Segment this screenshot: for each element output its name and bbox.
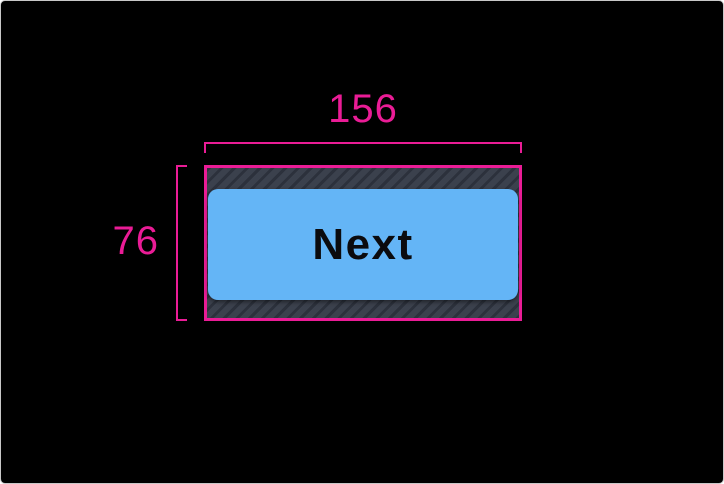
- width-dimension-label: 156: [328, 87, 398, 131]
- height-dimension-label: 76: [112, 219, 159, 263]
- width-dimension-bracket: [204, 142, 522, 153]
- next-button-label: Next: [312, 219, 414, 269]
- tap-target-outline: Next: [204, 165, 522, 321]
- next-button[interactable]: Next: [208, 189, 518, 300]
- height-dimension-bracket: [176, 165, 187, 321]
